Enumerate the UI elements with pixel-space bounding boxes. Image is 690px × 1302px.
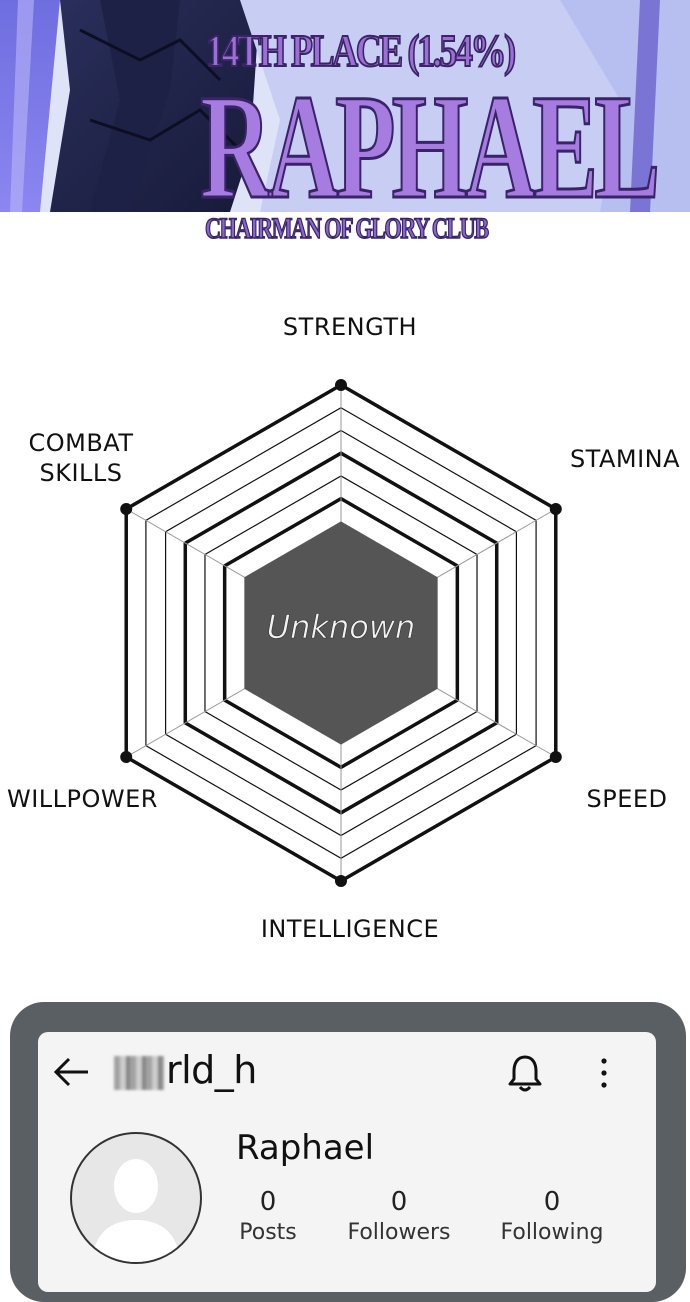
stat-following[interactable]: 0 Following — [487, 1186, 617, 1248]
stat-posts-count: 0 — [259, 1187, 277, 1217]
radar-vertex-dot-3 — [335, 875, 347, 887]
profile-handle: rld_h — [166, 1048, 257, 1092]
character-title: CHAIRMAN OF GLORY CLUB — [204, 211, 489, 246]
stat-following-label: Following — [500, 1220, 604, 1245]
stat-posts-label: Posts — [239, 1220, 297, 1245]
more-vertical-icon[interactable] — [592, 1056, 616, 1090]
character-name: RAPHAEL — [199, 64, 661, 213]
stats-radar-chart: Unknown STRENGTH STAMINA SPEED INTELLIGE… — [0, 260, 690, 980]
radar-vertex-dot-1 — [549, 503, 562, 515]
axis-label-willpower: WILLPOWER — [7, 785, 158, 813]
header-banner: 14TH PLACE (1.54%) RAPHAEL — [0, 0, 690, 212]
bell-icon[interactable] — [506, 1052, 544, 1094]
handle-censored-part — [114, 1056, 164, 1090]
radar-svg: Unknown — [120, 379, 562, 887]
axis-label-combat-skills-line-0: COMBAT — [28, 429, 134, 457]
radar-vertex-dot-0 — [335, 379, 347, 391]
person-silhouette-icon — [92, 1159, 180, 1262]
ranking-place: 14TH PLACE (1.54%) — [205, 24, 517, 77]
axis-label-intelligence: INTELLIGENCE — [260, 915, 440, 943]
stat-following-count: 0 — [543, 1187, 561, 1217]
axis-label-strength: STRENGTH — [282, 313, 418, 341]
axis-label-stamina: STAMINA — [569, 445, 681, 473]
subtitle-background — [200, 212, 532, 248]
stat-posts[interactable]: 0 Posts — [203, 1186, 333, 1248]
avatar[interactable] — [70, 1132, 202, 1264]
profile-name: Raphael — [236, 1128, 375, 1168]
axis-label-combat-skills-line-1: SKILLS — [39, 459, 123, 487]
arrow-left-icon[interactable] — [52, 1052, 92, 1092]
radar-vertex-dot-4 — [120, 751, 133, 763]
stat-followers-label: Followers — [347, 1220, 451, 1245]
character-artwork — [0, 0, 690, 212]
radar-vertex-dots — [120, 379, 562, 887]
radar-unknown-area — [244, 521, 438, 745]
radar-center-text: Unknown — [267, 608, 416, 646]
axis-label-speed: SPEED — [586, 785, 668, 813]
radar-vertex-dot-2 — [549, 751, 562, 763]
radar-vertex-dot-5 — [120, 503, 133, 515]
stat-followers-count: 0 — [390, 1187, 408, 1217]
stat-followers[interactable]: 0 Followers — [334, 1186, 464, 1248]
